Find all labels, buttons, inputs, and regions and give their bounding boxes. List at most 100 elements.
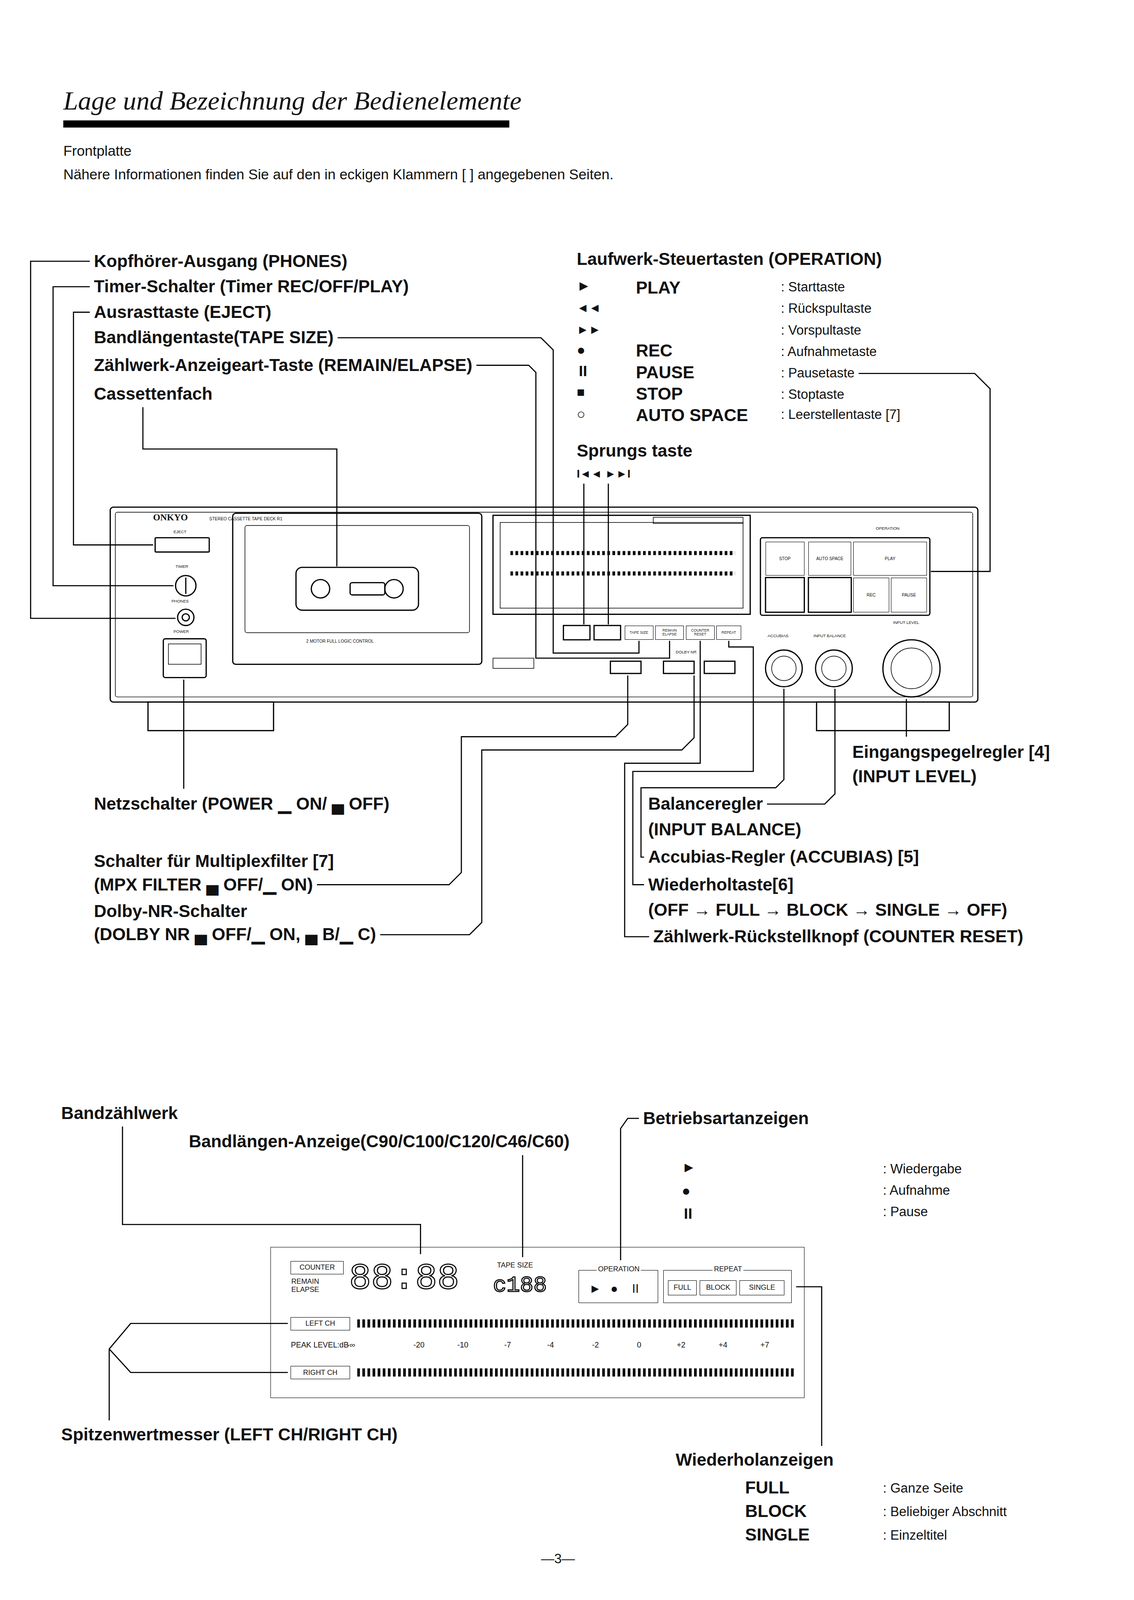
tape-deck-illustration-part: [296, 567, 419, 611]
tape-deck-illustration-part: [816, 702, 950, 731]
display-marking: -20: [413, 1340, 425, 1350]
indicator-group: REPEATFULLBLOCKSINGLE: [663, 1270, 793, 1303]
node-text: REC: [866, 592, 876, 598]
tape-deck-illustration-part: [175, 575, 196, 597]
peak-meter-segments-part: [357, 1319, 795, 1328]
node-text: BLOCK: [706, 1283, 731, 1292]
indicator-box: RIGHT CH: [290, 1365, 350, 1380]
key-entry: : Ganze Seite: [882, 1480, 964, 1497]
callout-label: Balanceregler: [648, 793, 763, 814]
key-entry: ◄◄: [576, 300, 602, 315]
callout-label: Zählwerk-Rückstellknopf (COUNTER RESET): [653, 926, 1024, 947]
tape-deck-illustration-part: [492, 515, 751, 615]
panel-marking: POWER: [173, 629, 189, 635]
tape-deck-illustration-part: [821, 656, 847, 681]
panel-marking: INPUT BALANCE: [813, 633, 847, 639]
display-marking: +4: [718, 1340, 728, 1350]
leader-line: [522, 1154, 524, 1257]
callout-label: Kopfhörer-Ausgang (PHONES): [93, 251, 348, 272]
tape-deck-illustration-part: [610, 661, 642, 674]
key-entry: : Aufnahme: [882, 1182, 950, 1199]
tape-deck-illustration-part: [771, 656, 796, 681]
callout-label: (INPUT LEVEL): [852, 766, 977, 787]
leader-line: [795, 1286, 822, 1446]
display-marking: +7: [760, 1340, 769, 1350]
tape-deck-illustration-part: [492, 658, 534, 669]
display-marking: 0: [636, 1340, 642, 1350]
node-text: STOP: [779, 556, 791, 562]
panel-marking: TIMER: [175, 564, 189, 570]
tape-deck-illustration-part: [704, 661, 736, 674]
indicator-group: OPERATION►●II: [578, 1270, 659, 1303]
display-marking: -2: [591, 1340, 599, 1350]
node-text: PLAY: [884, 556, 896, 562]
tape-deck-illustration-part: [765, 577, 805, 613]
display-marking: -10: [457, 1340, 469, 1350]
key-entry: PAUSE: [635, 362, 695, 383]
display-panel: REMAIN ELAPSECOUNTEROPERATION►●IIREPEATF…: [270, 1246, 805, 1399]
leader-line: [317, 675, 628, 885]
tape-deck-illustration-part: [510, 571, 736, 576]
page-title: Lage und Bezeichnung der Bedienelemente: [63, 85, 522, 116]
node-text: TAPE SIZE: [629, 630, 649, 635]
tape-deck-illustration-part: [760, 537, 930, 616]
callout-label: Bandlängentaste(TAPE SIZE): [93, 327, 334, 348]
tape-deck-illustration-part: [808, 577, 852, 613]
device-button: PAUSE: [890, 577, 927, 613]
node-text: COUNTER RESET: [686, 628, 714, 637]
peak-meter-segments: [357, 1319, 795, 1377]
callout-label: (MPX FILTER ▄ OFF/▁ ON): [93, 874, 313, 895]
display-marking: c188: [492, 1272, 547, 1299]
display-marking: +2: [676, 1340, 686, 1350]
tape-deck-illustration-part: [384, 579, 404, 598]
key-entry: ●: [576, 341, 586, 359]
key-entry: ►: [576, 277, 591, 294]
leader-line: [109, 1323, 288, 1421]
key-entry: BLOCK: [745, 1501, 807, 1522]
node-text: FULL: [673, 1283, 692, 1292]
tape-deck-illustration-part: [155, 537, 210, 553]
leader-line: [337, 337, 639, 654]
display-marking: 88:88: [349, 1258, 460, 1301]
callout-label: Schalter für Multiplexfilter [7]: [93, 851, 334, 872]
key-entry: REC: [635, 340, 673, 361]
key-entry: FULL: [745, 1477, 790, 1498]
node-text: LEFT CH: [305, 1319, 336, 1328]
callout-label: Timer-Schalter (Timer REC/OFF/PLAY): [93, 276, 409, 297]
key-entry: PLAY: [635, 277, 681, 298]
node-text: COUNTER: [299, 1263, 336, 1272]
device-button: REMAIN ELAPSE: [655, 625, 684, 640]
tape-deck-illustration-part: [148, 702, 274, 731]
device-button: REPEAT: [716, 625, 741, 640]
tape-deck-illustration-part: [815, 650, 853, 687]
tape-deck-illustration-part: [500, 522, 744, 609]
display-marking: -7: [504, 1340, 511, 1350]
tape-deck-illustration-part: [182, 613, 190, 621]
peak-meter-segments-part: [357, 1368, 795, 1377]
indicator-box: SINGLE: [739, 1280, 785, 1296]
tape-deck-illustration-part: [593, 625, 621, 640]
page-number: —3—: [540, 1551, 575, 1567]
callout-label: Zählwerk-Anzeigeart-Taste (REMAIN/ELAPSE…: [93, 355, 473, 376]
panel-marking: PHONES: [171, 599, 189, 604]
tape-deck-illustration-part: [653, 517, 744, 524]
callout-label: Spitzenwertmesser (LEFT CH/RIGHT CH): [61, 1424, 398, 1445]
tape-deck-illustration-part: [765, 650, 803, 687]
callout-label: (OFF → FULL → BLOCK → SINGLE → OFF): [648, 899, 1008, 921]
key-entry: : Beliebiger Abschnitt: [882, 1504, 1007, 1520]
key-entry: : Aufnahmetaste: [780, 344, 877, 360]
key-entry: : Stoptaste: [780, 386, 845, 403]
callout-label: Accubias-Regler (ACCUBIAS) [5]: [648, 846, 920, 867]
leader-line: [583, 483, 585, 625]
device-button: PLAY: [853, 541, 927, 576]
node-text: RIGHT CH: [302, 1368, 338, 1377]
key-entry: : Pause: [882, 1204, 928, 1220]
tape-deck-illustration-part: [882, 639, 941, 698]
callout-label: Bandzählwerk: [61, 1103, 179, 1124]
node-text: ●: [610, 1282, 618, 1296]
panel-marking: EJECT: [173, 529, 187, 535]
callout-label: Wiederholtaste[6]: [648, 874, 794, 895]
node-text: AUTO SPACE: [816, 556, 844, 562]
callout-label: Cassettenfach: [93, 383, 213, 404]
